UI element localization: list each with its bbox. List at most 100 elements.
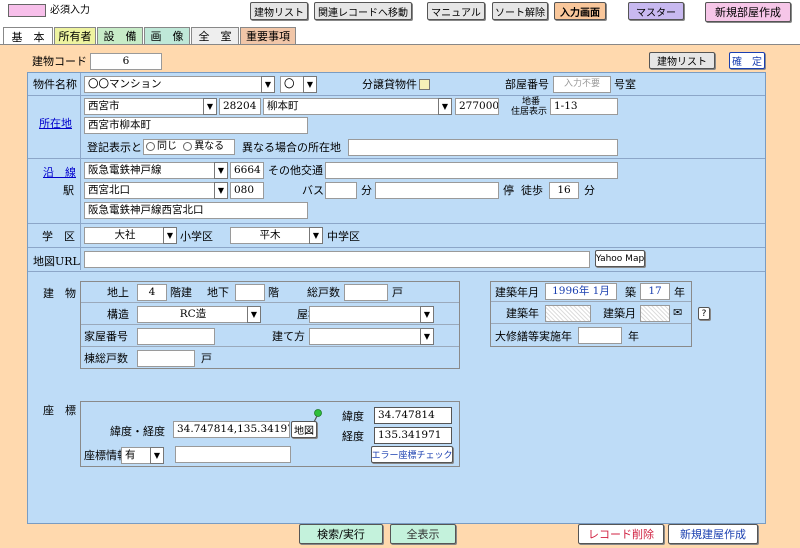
other-transport-field[interactable]: [325, 162, 618, 179]
school-district-label: 学 区: [42, 230, 75, 243]
longitude-field[interactable]: 135.341971: [374, 427, 452, 444]
building-code-label: 建物コード: [32, 55, 87, 68]
built-month-field[interactable]: [640, 305, 670, 322]
new-building-button[interactable]: 新規建屋作成: [668, 524, 758, 544]
city-field[interactable]: 西宮市: [84, 98, 206, 115]
tab-basic[interactable]: 基 本: [3, 27, 53, 45]
city-dropdown[interactable]: ▼: [203, 98, 217, 115]
built-date-label: 建築年月: [495, 286, 539, 299]
building-units-field[interactable]: [137, 350, 195, 367]
built-row-divider: [491, 323, 691, 324]
sort-release-button[interactable]: ソート解除: [492, 2, 548, 20]
condo-rental-checkbox[interactable]: [419, 79, 430, 90]
property-suffix-dropdown[interactable]: ▼: [303, 76, 317, 93]
full-address-field[interactable]: 西宮市柳本町: [84, 117, 308, 134]
underground-field[interactable]: [235, 284, 265, 301]
room-number-field[interactable]: 入力不要: [553, 76, 611, 93]
registry-label: 登記表示と: [87, 141, 142, 154]
built-date-field[interactable]: 1996年 1月: [545, 283, 617, 300]
elementary-school-field[interactable]: 大社: [84, 227, 166, 244]
total-units-field[interactable]: [344, 284, 388, 301]
city-code-field[interactable]: 28204: [219, 98, 261, 115]
map-pin-icon: [311, 409, 323, 423]
map-button[interactable]: 地図: [291, 421, 317, 438]
building-age-unit: 年: [674, 286, 685, 299]
property-name-dropdown[interactable]: ▼: [261, 76, 275, 93]
master-button[interactable]: マスター: [628, 2, 684, 20]
search-execute-button[interactable]: 検索/実行: [299, 524, 383, 544]
delete-record-button[interactable]: レコード削除: [578, 524, 664, 544]
longitude-label: 経度: [342, 430, 364, 443]
property-name-field[interactable]: 〇〇マンション: [84, 76, 262, 93]
station-code-field[interactable]: 080: [230, 182, 264, 199]
station-field[interactable]: 西宮北口: [84, 182, 216, 199]
line-station-full-field[interactable]: 阪急電鉄神戸線西宮北口: [84, 202, 308, 219]
different-label: 異なる: [194, 141, 225, 152]
line-dropdown[interactable]: ▼: [214, 162, 228, 179]
coords-info-detail-field[interactable]: [175, 446, 291, 463]
junior-school-field[interactable]: 平木: [230, 227, 310, 244]
junior-school-dropdown[interactable]: ▼: [309, 227, 323, 244]
building-list-button[interactable]: 建物リスト: [649, 52, 715, 69]
built-row-divider: [491, 301, 691, 302]
latlng-field[interactable]: 34.747814,135.341971: [173, 421, 290, 438]
calendar-icon[interactable]: ✉: [673, 306, 683, 319]
roof-dropdown[interactable]: ▼: [420, 306, 434, 323]
walk-minutes-field[interactable]: 16: [549, 182, 579, 199]
above-ground-field[interactable]: 4: [137, 284, 167, 301]
location-link[interactable]: 所在地: [39, 117, 72, 130]
tab-owner[interactable]: 所有者: [54, 27, 96, 44]
confirm-button[interactable]: 確 定: [729, 52, 765, 69]
elementary-school-dropdown[interactable]: ▼: [163, 227, 177, 244]
tab-image[interactable]: 画 像: [144, 27, 190, 44]
line-link[interactable]: 沿 線: [43, 166, 76, 179]
built-year-field[interactable]: [545, 305, 591, 322]
same-radio[interactable]: [146, 142, 155, 151]
town-field[interactable]: 柳本町: [263, 98, 441, 115]
different-radio[interactable]: [183, 142, 193, 151]
error-coords-check-button[interactable]: エラー座標チェック: [371, 446, 453, 463]
different-address-field[interactable]: [348, 139, 618, 156]
town-code-field[interactable]: 277000: [455, 98, 499, 115]
building-units-suffix: 戸: [201, 352, 212, 365]
manual-button[interactable]: マニュアル: [427, 2, 485, 20]
chevron-down-icon: ▼: [306, 80, 314, 89]
lot-field[interactable]: 1-13: [550, 98, 618, 115]
coords-info-dropdown[interactable]: ▼: [150, 447, 164, 464]
building-list-top-button[interactable]: 建物リスト: [250, 2, 308, 20]
station-dropdown[interactable]: ▼: [214, 182, 228, 199]
building-row-divider: [81, 302, 459, 303]
bus-stop-field[interactable]: [375, 182, 499, 199]
build-type-field[interactable]: [309, 328, 421, 345]
yahoo-map-button[interactable]: Yahoo Map: [595, 250, 645, 267]
walk-label: 徒歩: [521, 184, 543, 197]
bus-minutes-field[interactable]: [325, 182, 357, 199]
house-number-field[interactable]: [137, 328, 215, 345]
town-dropdown[interactable]: ▼: [438, 98, 452, 115]
latitude-field[interactable]: 34.747814: [374, 407, 452, 424]
line-field[interactable]: 阪急電鉄神戸線: [84, 162, 216, 179]
structure-field[interactable]: RC造: [137, 306, 249, 323]
roof-field[interactable]: [309, 306, 421, 323]
show-all-button[interactable]: 全表示: [390, 524, 456, 544]
new-room-button[interactable]: 新規部屋作成: [705, 2, 791, 22]
tab-all-rooms[interactable]: 全 室: [191, 27, 239, 44]
tab-equipment[interactable]: 設 備: [97, 27, 143, 44]
input-screen-button[interactable]: 入力画面: [554, 2, 606, 20]
renovation-field[interactable]: [578, 327, 622, 344]
coords-info-field[interactable]: 有: [121, 447, 153, 464]
line-code-field[interactable]: 6664: [230, 162, 264, 179]
coords-section-label: 座 標: [43, 404, 76, 417]
chevron-down-icon: ▼: [423, 332, 431, 341]
help-button[interactable]: ?: [698, 307, 710, 320]
building-code-field[interactable]: 6: [90, 53, 162, 70]
coords-box: [80, 401, 460, 467]
row-divider: [28, 95, 765, 96]
structure-dropdown[interactable]: ▼: [247, 306, 261, 323]
tab-important[interactable]: 重要事項: [240, 27, 296, 44]
address-display-label: 住居表示: [511, 107, 548, 117]
build-type-dropdown[interactable]: ▼: [420, 328, 434, 345]
map-url-field[interactable]: [84, 251, 590, 268]
building-age-field[interactable]: 17: [640, 283, 670, 300]
related-records-button[interactable]: 関連レコードへ移動: [314, 2, 412, 20]
